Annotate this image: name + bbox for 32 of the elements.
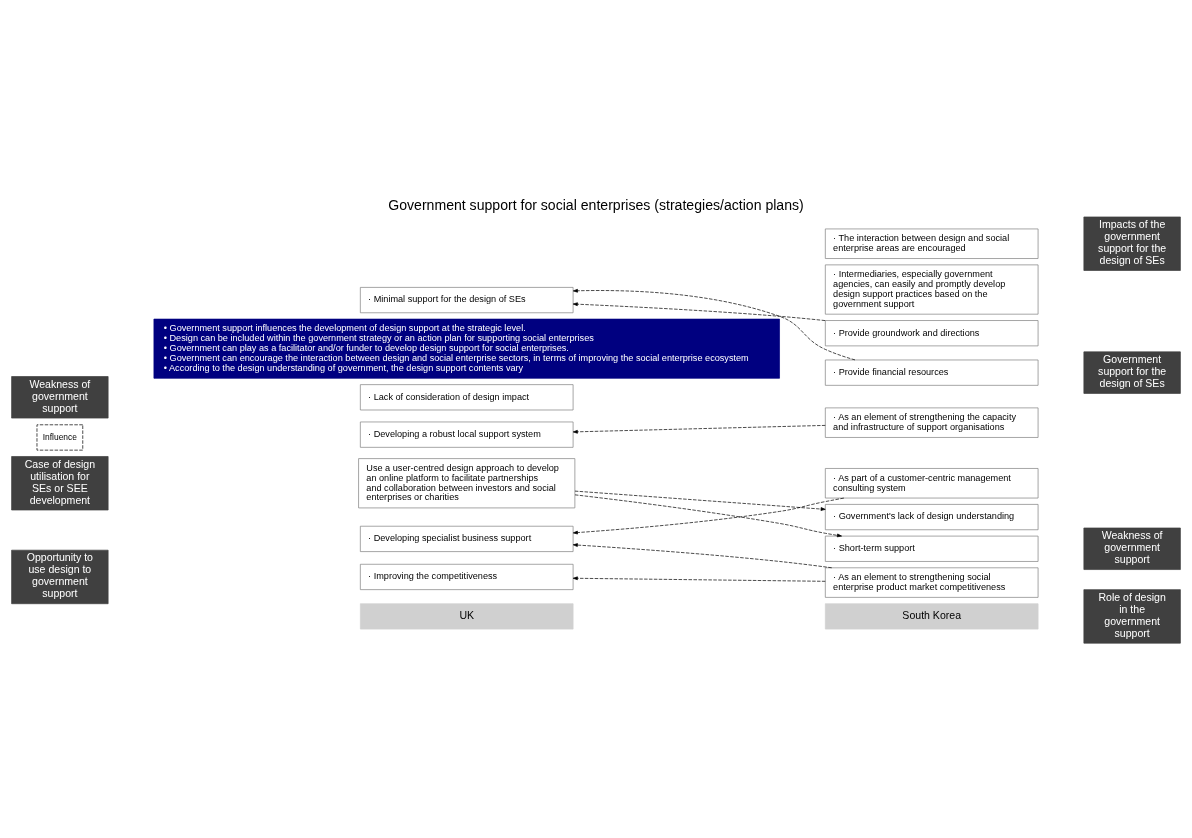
node-box: Case of design utilisation for SEs or SEE development [11, 455, 109, 510]
node-box: Weakness of government support [11, 375, 109, 418]
node-box: Role of design in the government support [1083, 588, 1181, 644]
node-box: Impacts of the government support for the design of SEs [1083, 216, 1181, 271]
arrow [572, 288, 856, 360]
node-box: · The interaction between design and social enterprise areas are encouraged [824, 228, 1039, 259]
node-box: UK [360, 602, 574, 629]
node-box: · Developing specialist business support [360, 525, 574, 552]
node-box: · Lack of consideration of design impact [360, 383, 574, 410]
node-box: · Government's lack of design understanding [824, 503, 1039, 530]
node-box: · Improving the competitiveness [360, 563, 574, 590]
node-box: · Provide groundwork and directions [824, 319, 1039, 346]
node-box: Government support for the design of SEs [1083, 351, 1181, 394]
node-box: · Developing a robust local support system [360, 421, 574, 448]
arrow [574, 490, 826, 511]
node-box: · As part of a customer-centric management consulting system [824, 467, 1039, 498]
arrow [572, 575, 826, 582]
node-box: · As an element to strengthening social enterprise product market competitiveness [824, 566, 1039, 598]
node-box: · Provide financial resources [824, 359, 1039, 386]
diagram-title: Government support for social enterprises (strategies/action plans) [388, 196, 804, 213]
legend-label: Influence [42, 431, 77, 442]
node-box: Weakness of government support [1083, 527, 1181, 570]
node-box: Opportunity to use design to government support [11, 549, 109, 604]
arrow [572, 424, 826, 434]
arrow [572, 542, 833, 568]
arrow [572, 301, 826, 321]
node-box: Use a user-centred design approach to develop an online platform to facilitate partnerships and collaboration between investors and social enterprises or charities [358, 457, 576, 508]
node-box: · As an element of strengthening the capacity and infrastructure of support organisations [824, 407, 1039, 438]
node-box: · Intermediaries, especially government agencies, can easily and promptly develop design support practices based on the government support [824, 264, 1039, 315]
node-box: · Minimal support for the design of SEs [360, 286, 574, 313]
node-box: • Government support influences the development of design support at the strategic level. • Design can be included within the government strategy or an action plan for supporting social enterprises • Government can play as a facilitator and/or funder to develop design support for social enterprises. • Government can encourage the interaction between design and social enterprise sectors, in terms of improving the social enterprise ecosystem • According to the design understanding of government, the design support contents vary [153, 318, 780, 379]
node-box: South Korea [824, 602, 1039, 629]
